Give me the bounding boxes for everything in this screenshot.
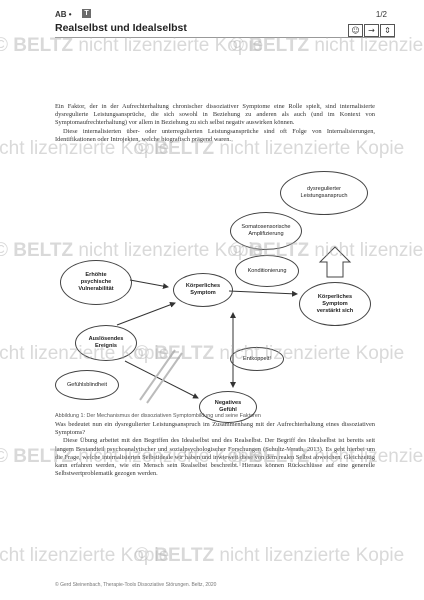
body-text: Was bedeutet nun ein dysregulierter Leis… — [55, 421, 375, 478]
node-conditioning: Konditionierung — [235, 255, 299, 287]
diagram: dysregulierter Leistungsanspruch Somatos… — [55, 165, 375, 423]
person-icon: ☺ — [348, 24, 363, 37]
intro-paragraph-1: Ein Faktor, der in der Aufrechterhaltung… — [55, 103, 375, 127]
page-number: 1/2 — [375, 10, 387, 19]
node-symptom-increases: Körperliches Symptom verstärkt sich — [299, 282, 371, 326]
page-title: Realselbst und Idealselbst — [55, 22, 187, 34]
up-arrow-icon — [318, 246, 352, 278]
node-somatosensory-amplification: Somatosensorische Amplifizierung — [230, 212, 302, 250]
watermark-row: © BELTZ nicht lizenzierte Kopie — [0, 545, 170, 566]
page-header: AB • T Realselbst und Idealselbst 1/2 ☺ … — [55, 9, 395, 37]
watermark-row: © BELTZ nicht lizenzierte Kopie — [135, 545, 405, 566]
format-icons: ☺ → ⇕ — [348, 24, 395, 37]
cross-mark-1 — [139, 349, 176, 401]
diagram-connectors — [116, 246, 352, 404]
arrow-vuln-to-symptom — [129, 279, 169, 290]
figure-caption: Abbildung 1: Der Mechanismus der dissozi… — [55, 413, 261, 419]
node-triggering-event: Auslösendes Ereignis — [75, 325, 137, 361]
header-rule — [55, 37, 395, 38]
watermark-row: © BELTZ nicht lizenzierte Kopie — [230, 35, 424, 56]
worksheet-tag: AB • — [55, 10, 72, 19]
arrow-symptom-to-increase — [228, 290, 298, 297]
node-vulnerability: Erhöhte psychische Vulnerabilität — [60, 260, 132, 305]
node-dysregulated-demand: dysregulierter Leistungsanspruch — [280, 171, 368, 215]
intro-text: Ein Faktor, der in der Aufrechterhaltung… — [55, 103, 375, 144]
arrow-event-to-symptom — [116, 301, 176, 326]
arrow-right-icon: → — [364, 24, 379, 37]
body-question: Was bedeutet nun ein dysregulierter Leis… — [55, 421, 375, 437]
node-negative-feeling: Negatives Gefühl — [199, 391, 257, 423]
therapist-badge: T — [82, 9, 91, 18]
cross-mark-2 — [146, 352, 183, 404]
body-paragraph: Diese Übung arbeitet mit den Begriffen d… — [55, 437, 375, 478]
node-decoupled: Entkoppelt! — [230, 347, 284, 371]
node-bodily-symptom: Körperliches Symptom — [173, 273, 233, 307]
footer-copyright: © Gerd Steinenbach, Therapie-Tools Disso… — [55, 582, 217, 588]
intro-paragraph-2: Diese internalisierten über- oder unterr… — [55, 127, 375, 143]
adjust-icon: ⇕ — [380, 24, 395, 37]
watermark-row: © BELTZ nicht lizenzierte Kopie — [0, 35, 264, 56]
arrow-event-to-negfeel — [124, 360, 199, 399]
node-emotional-blindness: Gefühlsblindheit — [55, 370, 119, 400]
